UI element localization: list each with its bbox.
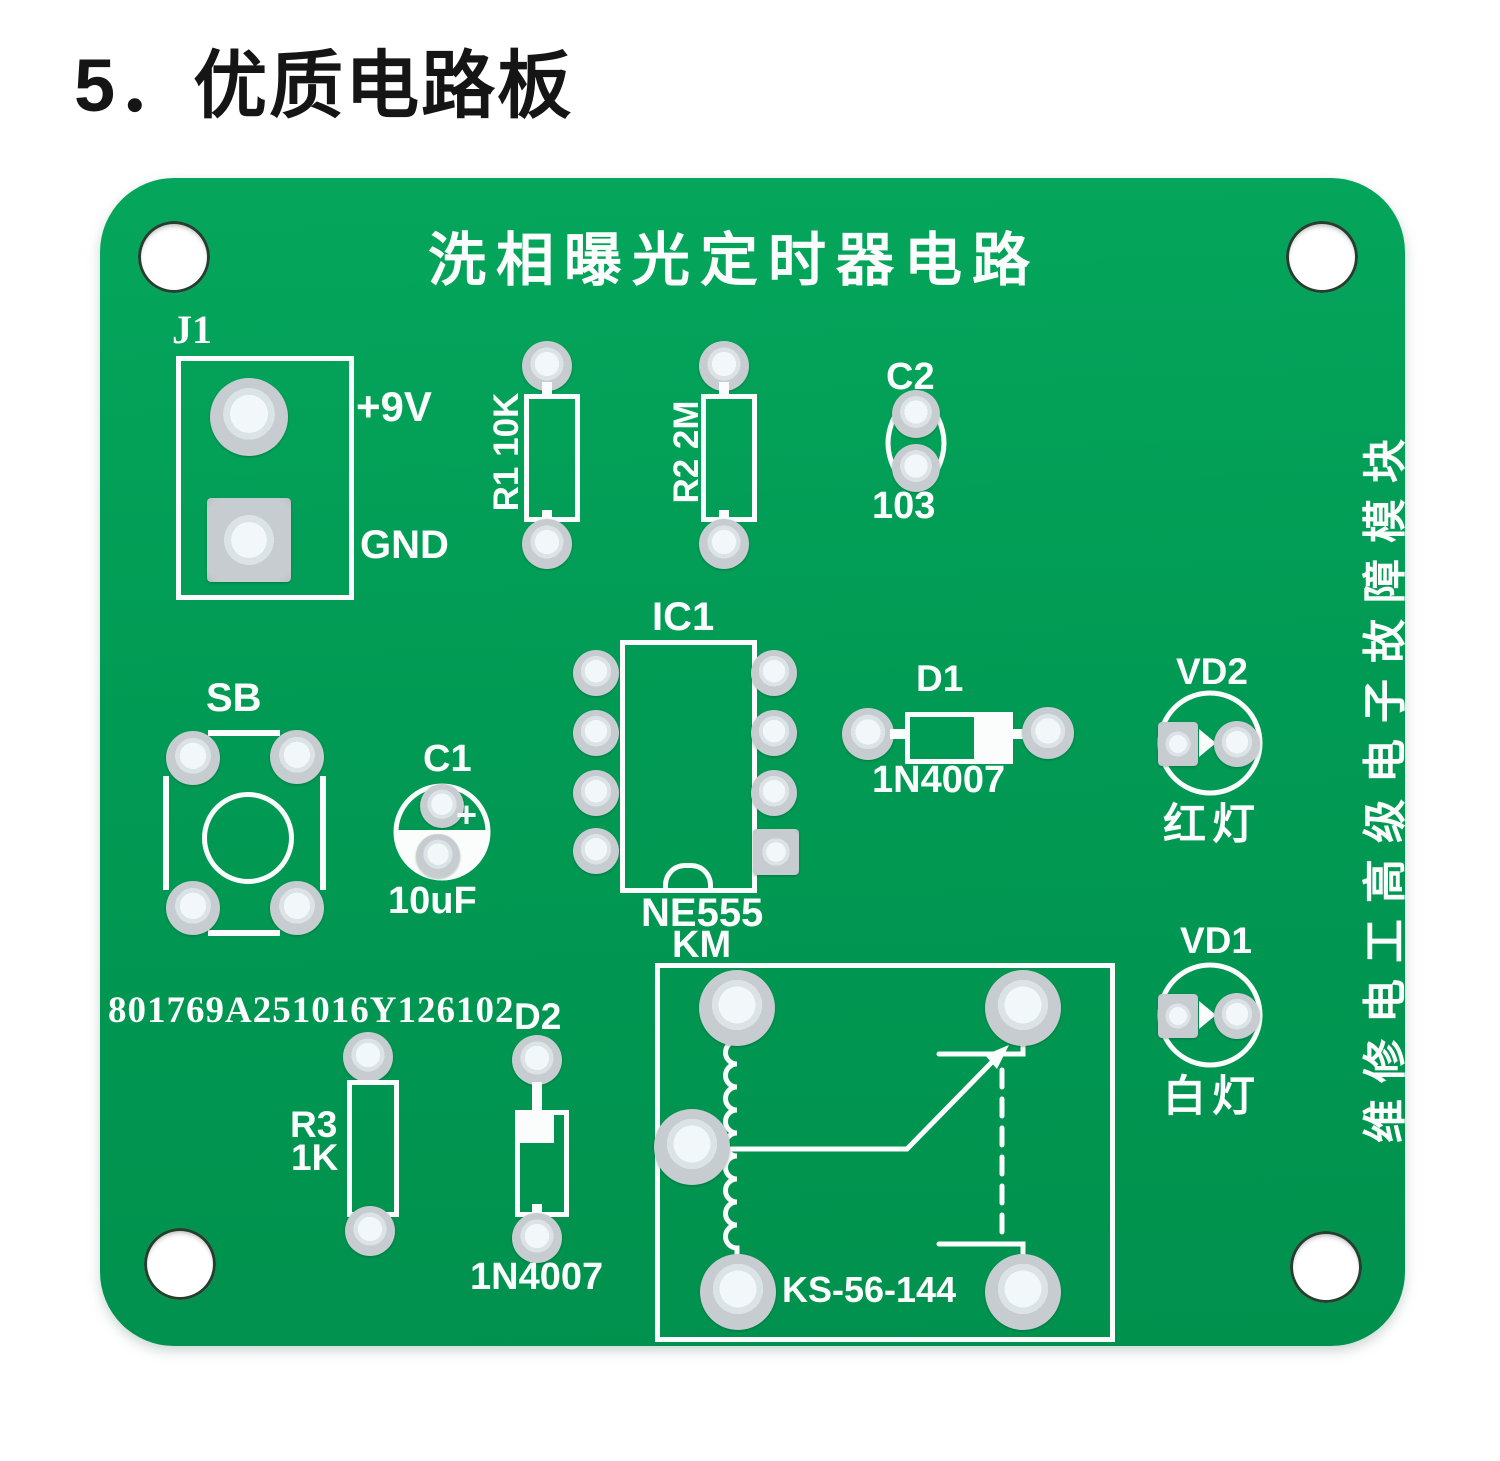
r1-lead-bottom <box>542 510 552 524</box>
serial-number: 801769A251016Y126102 <box>108 990 515 1031</box>
r1-outline <box>524 394 580 522</box>
r3-outline <box>347 1080 399 1217</box>
ic1-pad-l3 <box>573 770 619 816</box>
d2-lead-top <box>532 1082 542 1112</box>
j1-label: J1 <box>172 307 212 352</box>
vd1-pad-square <box>1158 994 1198 1038</box>
d2-label: D2 <box>514 996 562 1037</box>
j1-plus9v-label: +9V <box>356 383 432 430</box>
mounting-hole-top-right <box>1286 221 1358 293</box>
r1-pad-bottom <box>522 519 572 569</box>
ic1-pad-pin1-square <box>753 829 799 875</box>
c1-pad-negative <box>416 834 460 878</box>
km-label: KM <box>672 924 732 966</box>
sb-button-circle <box>202 792 294 884</box>
km-pad-coil-bottom <box>700 1254 776 1330</box>
vd2-pad-round <box>1214 721 1260 767</box>
ic1-pad-r1 <box>751 650 797 696</box>
d2-cathode-band <box>520 1115 554 1143</box>
ic1-outline <box>620 640 757 893</box>
r3-value-label: 1K <box>291 1137 339 1178</box>
r2-outline <box>701 394 757 522</box>
r1-label: R1 10K <box>487 392 526 512</box>
c1-polarity-plus-icon: + <box>456 794 478 835</box>
km-pad-coil-top <box>699 970 775 1046</box>
sb-pad-br <box>270 881 324 935</box>
sb-label: SB <box>206 676 262 720</box>
sb-pad-tl <box>166 731 220 785</box>
sb-pad-bl <box>166 881 220 935</box>
vd2-diode-triangle-icon <box>1199 729 1216 757</box>
km-pad-common <box>654 1109 730 1185</box>
km-part: KS-56-144 <box>782 1269 957 1310</box>
ic1-pad-r3 <box>751 770 797 816</box>
vd2-label: VD2 <box>1176 651 1248 692</box>
ic1-pad-r2 <box>751 710 797 756</box>
sb-outline-top <box>208 730 280 736</box>
d2-pad-bottom <box>512 1213 562 1263</box>
vd2-pad-square <box>1158 722 1198 766</box>
j1-ground-pad <box>207 498 291 582</box>
ic1-pad-l1 <box>573 650 619 696</box>
page-title: 5．优质电路板 <box>74 44 574 127</box>
sb-outline-right <box>320 776 326 890</box>
r3-ref-label: R3 <box>290 1104 338 1145</box>
r2-lead-bottom <box>719 510 729 524</box>
ic1-notch <box>663 863 713 888</box>
c1-label: C1 <box>423 738 472 780</box>
ic1-pad-l2 <box>573 710 619 756</box>
d2-pad-top <box>512 1035 562 1085</box>
d1-part: 1N4007 <box>872 759 1006 801</box>
vd1-diode-triangle-icon <box>1199 1001 1216 1029</box>
km-pad-no-top <box>985 970 1061 1046</box>
d1-outline <box>905 712 1013 764</box>
c1-value: 10uF <box>388 880 477 922</box>
r2-pad-bottom <box>699 519 749 569</box>
d1-lead-right <box>1000 729 1024 739</box>
mounting-hole-top-left <box>138 221 210 293</box>
d1-pad-right <box>1022 707 1074 759</box>
r2-label: R2 2M <box>667 400 706 504</box>
sb-pad-tr <box>270 730 324 784</box>
vd1-name: 白灯 <box>1163 1074 1261 1121</box>
d2-lead-bottom <box>532 1204 542 1218</box>
mounting-hole-bottom-left <box>144 1228 216 1300</box>
r3-pad-bottom <box>345 1206 395 1256</box>
mounting-hole-bottom-right <box>1290 1231 1362 1303</box>
ic1-label: IC1 <box>652 595 715 639</box>
d1-label: D1 <box>916 658 964 699</box>
d1-pad-left <box>842 708 894 760</box>
j1-gnd-label: GND <box>360 523 449 567</box>
c2-pad-top <box>892 390 940 438</box>
j1-positive-pad <box>210 378 288 456</box>
board-title: 洗相曝光定时器电路 <box>428 228 1041 293</box>
km-switch-arrow-icon <box>985 1045 1009 1069</box>
c1-pad-positive <box>420 784 464 828</box>
j1-outline <box>176 356 354 600</box>
d1-lead-left <box>890 729 907 739</box>
c2-label: C2 <box>886 356 935 398</box>
vd1-label: VD1 <box>1180 920 1252 961</box>
vd2-name: 红灯 <box>1163 802 1261 849</box>
d2-outline <box>515 1110 569 1217</box>
d2-part: 1N4007 <box>470 1256 604 1298</box>
vd1-pad-round <box>1214 993 1260 1039</box>
c2-value: 103 <box>872 485 936 527</box>
ic1-part: NE555 <box>641 891 764 935</box>
km-pad-nc-bottom <box>985 1254 1061 1330</box>
sb-outline-left <box>163 776 169 890</box>
r2-lead-top <box>719 382 729 396</box>
board-side-text: 维修电工高级电子故障模块 <box>1361 423 1410 1143</box>
sb-outline-bottom <box>208 930 280 936</box>
r1-lead-top <box>542 382 552 396</box>
c2-pad-bottom <box>892 444 940 492</box>
r3-pad-top <box>343 1032 393 1082</box>
ic1-pad-l4 <box>573 828 619 874</box>
